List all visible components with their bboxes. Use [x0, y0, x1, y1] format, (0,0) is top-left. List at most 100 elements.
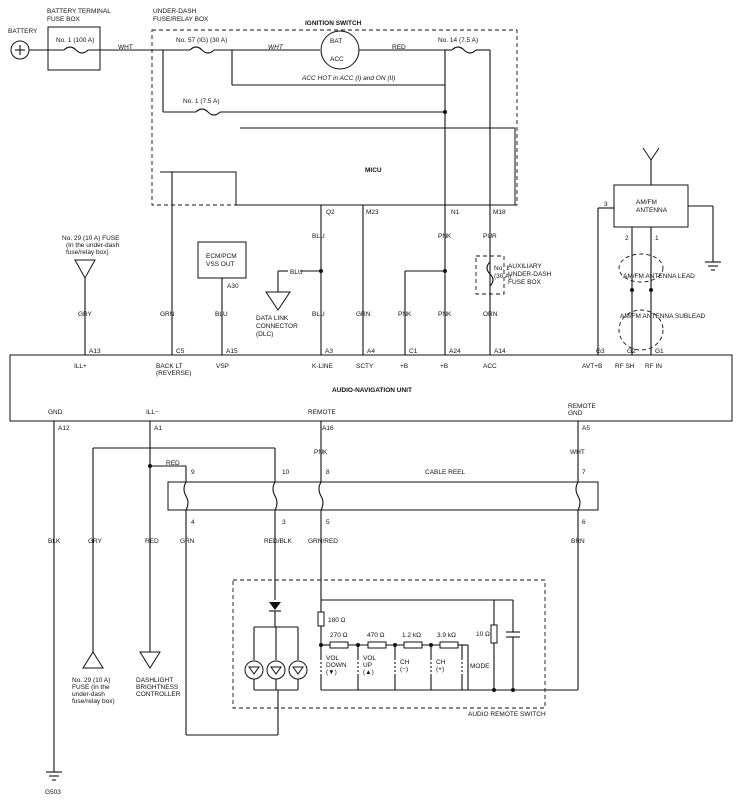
reel-top-9: 9: [191, 469, 195, 476]
pin-a14: A14: [494, 348, 506, 355]
pin-name-avt-b: AVT+B: [582, 363, 602, 370]
pnk-a24-label: PNK: [438, 311, 452, 318]
reel-bottom-6: 6: [582, 519, 586, 526]
r470-label: 470 Ω: [367, 632, 385, 639]
unit-label: AUDIO-NAVIGATION UNIT: [332, 387, 412, 394]
ecm-label-1: ECM/PCM: [206, 253, 237, 260]
pin-c1: C1: [409, 348, 418, 355]
grn-bottom-label: GRN: [180, 538, 195, 545]
ant-pin1: 1: [655, 235, 659, 242]
antenna-sublead-label: AM/FM ANTENNA SUBLEAD: [620, 313, 706, 320]
grn-red-label: GRN/RED: [308, 538, 338, 545]
dlc-label-2: CONNECTOR: [256, 323, 298, 330]
red-blk-label: RED/BLK: [264, 538, 292, 545]
reel-top-7: 7: [582, 469, 586, 476]
pin-name-remote: REMOTE: [308, 409, 336, 416]
pnk-a16-label: PNK: [314, 449, 328, 456]
pin-a13: A13: [89, 348, 101, 355]
antenna-label-2: ANTENNA: [636, 207, 668, 214]
battery-terminal-fusebox: [47, 26, 101, 71]
orn-label: ORN: [483, 311, 498, 318]
red-ill-label: RED: [166, 460, 180, 467]
fuse29-top-label-1: No. 29 (10 A) FUSE: [62, 235, 120, 242]
pin-g3: G3: [596, 348, 605, 355]
a30-label: A30: [227, 283, 239, 290]
blu-dlc-label: BLU: [290, 269, 303, 276]
pin-name-ill-plus: ILL+: [74, 363, 87, 370]
dlc-label-3: (DLC): [256, 331, 273, 338]
aux-fuse-symbol: [486, 261, 494, 287]
grn-c5-label: GRN: [160, 311, 175, 318]
dash-ctrl-label-2: BRIGHTNESS: [136, 684, 179, 691]
fuse29-top-symbol: [74, 259, 96, 280]
antenna-sublead-shield: [618, 309, 664, 351]
ant-pin2: 2: [625, 235, 629, 242]
pnk-c1-label: PNK: [398, 311, 412, 318]
resistor-10: [490, 624, 498, 644]
fuse29-bottom-label-1: No. 29 (10 A): [72, 677, 110, 684]
mode-label: MODE: [470, 663, 490, 670]
pin-q2: Q2: [326, 209, 335, 216]
pin-name-rf-sh: RF SH: [615, 363, 635, 370]
ecm-pcm-box: [197, 241, 247, 279]
voldown-label-1: VOL: [326, 655, 339, 662]
antenna-label-1: AM/FM: [636, 199, 657, 206]
fuse29-bottom-label-2: FUSE (In the: [72, 684, 110, 691]
antenna-symbol: [642, 147, 660, 161]
fuse-no1b-symbol: [195, 108, 221, 116]
pin-name-plus-b-2: +B: [440, 363, 448, 370]
reel-bottom-5: 5: [326, 519, 330, 526]
voldown-label-3: (▼): [326, 669, 337, 676]
blu-q2-label: BLU: [312, 233, 325, 240]
remote-switch-label: AUDIO REMOTE SWITCH: [468, 711, 546, 718]
brn-label: BRN: [571, 538, 585, 545]
cable-reel-label: CABLE REEL: [425, 469, 465, 476]
blk-label: BLK: [48, 538, 61, 545]
pin-name-plus-b-1: +B: [400, 363, 408, 370]
pin-g2: G2: [627, 348, 636, 355]
battery-symbol: [10, 40, 30, 60]
chp-label-1: CH: [436, 659, 446, 666]
amfm-antenna-box: [613, 184, 689, 228]
aux-fuse-label-2: (30 A): [494, 273, 511, 280]
dlc-symbol: [265, 291, 291, 311]
ignition-switch-symbol: [320, 30, 360, 70]
pin-g1: G1: [655, 348, 664, 355]
r1k2-label: 1.2 kΩ: [402, 632, 421, 639]
r3k9-label: 3.9 kΩ: [437, 632, 456, 639]
g503-label: G503: [45, 789, 61, 796]
audio-navigation-unit: [9, 354, 733, 422]
fuse-no57-label: No. 57 (IG) (30 A): [176, 37, 227, 44]
grn-a4-label: GRN: [356, 311, 371, 318]
wht-label-2: WHT: [268, 44, 284, 51]
led-3: [288, 660, 308, 680]
antenna-lead-label: AM/FM ANTENNA LEAD: [623, 273, 695, 280]
fuse-no1-symbol: [48, 46, 100, 54]
fuse-no57-symbol: [189, 46, 215, 54]
chm-label-2: (−): [400, 666, 408, 673]
aux-box-label-3: FUSE BOX: [508, 279, 542, 286]
reel-top-8: 8: [326, 469, 330, 476]
red-label-1: RED: [392, 44, 406, 51]
aux-fuse-box: [475, 255, 505, 295]
pin-name-vsp: VSP: [216, 363, 229, 370]
gry-top-label: GRY: [78, 311, 93, 318]
pin-a3: A3: [325, 348, 333, 355]
audio-remote-switch-box: [232, 579, 546, 709]
battery-fusebox-label-2: FUSE BOX: [47, 16, 81, 23]
blu-a3-label: BLU: [312, 311, 325, 318]
ant-pin3: 3: [604, 201, 608, 208]
pin-a5: A5: [582, 425, 590, 432]
pin-name-rf-in: RF IN: [645, 363, 662, 370]
reel-top-10: 10: [282, 469, 290, 476]
micu-box: [160, 127, 516, 206]
resistor-180: [317, 611, 325, 627]
pin-m23: M23: [366, 209, 379, 216]
pin-name-back-lt: BACK LT: [156, 363, 183, 370]
ign-acc-label: ACC: [330, 56, 344, 63]
pin-name-reverse: (REVERSE): [156, 370, 191, 377]
pin-name-ill-minus: ILL−: [146, 409, 159, 416]
aux-box-label-1: AUXILIARY: [508, 263, 543, 270]
voldown-label-2: DOWN: [326, 662, 347, 669]
